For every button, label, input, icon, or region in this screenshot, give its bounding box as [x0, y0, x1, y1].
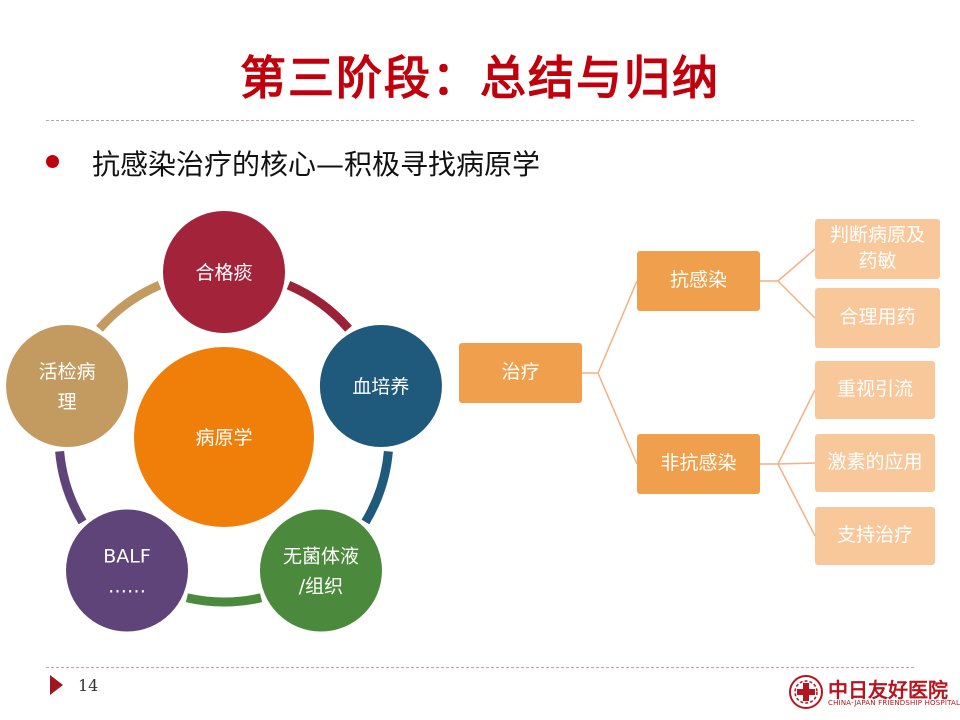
page-number: 14 — [78, 676, 99, 695]
cycle-node-label: 理 — [58, 391, 77, 413]
bullet-dot — [46, 155, 59, 168]
cycle-node-label: 血培养 — [352, 376, 409, 398]
cycle-node-sterile-fluid-tissue — [259, 509, 382, 632]
center-label: 病原学 — [195, 427, 252, 449]
footer-divider — [46, 667, 914, 668]
cycle-node-qualified-sputum — [163, 211, 285, 333]
cycle-node-balf — [66, 509, 189, 632]
branch-box-non-anti-infection: 非抗感染 — [637, 434, 760, 494]
leaf-box-rational-medication: 合理用药 — [815, 288, 940, 348]
slide-title: 第三阶段：总结与归纳 — [240, 51, 720, 105]
cycle-node-label: 无菌体液 — [283, 545, 359, 567]
hospital-logo: 中日友好医院 CHINA-JAPAN FRIENDSHIP HOSPITAL — [788, 672, 960, 712]
tree-connector — [777, 280, 816, 319]
tree-connector — [597, 372, 638, 465]
cycle-arc — [55, 450, 87, 525]
branch-label: 非抗感染 — [660, 452, 737, 475]
tree-root-label: 治疗 — [501, 361, 540, 384]
leaf-label: 合理用药 — [839, 306, 916, 329]
tree-root-box: 治疗 — [459, 343, 582, 403]
cycle-node-label: 合格痰 — [195, 262, 252, 284]
cycle-node-blood-culture — [319, 325, 442, 448]
branch-label: 抗感染 — [669, 269, 727, 292]
leaf-box-pathogen-sensitivity: 判断病原及药敏 — [815, 219, 940, 279]
center-circle — [134, 347, 314, 527]
cycle-arc — [96, 280, 162, 332]
cycle-node-biopsy-pathology — [6, 325, 129, 448]
cycle-arc — [286, 280, 352, 332]
hospital-emblem-icon — [789, 675, 823, 709]
leaf-label: 重视引流 — [836, 378, 913, 401]
tree-connector — [777, 462, 816, 465]
tree-connector — [777, 463, 816, 537]
cycle-node-label: BALF — [103, 545, 151, 567]
leaf-box-supportive: 支持治疗 — [815, 507, 935, 565]
leaf-box-hormones: 激素的应用 — [815, 434, 935, 492]
leaf-label: 激素的应用 — [827, 451, 923, 474]
branch-box-anti-infection: 抗感染 — [637, 251, 760, 311]
cycle-arc — [361, 450, 393, 525]
cycle-node-label: …… — [108, 575, 146, 597]
leaf-label: 判断病原及药敏 — [829, 224, 925, 272]
page-arrow-icon — [50, 675, 63, 695]
leaf-label: 支持治疗 — [836, 524, 913, 547]
tree-connector — [777, 389, 816, 465]
bullet-text: 抗感染治疗的核心—积极寻找病原学 — [92, 148, 541, 181]
tree-connector — [597, 280, 638, 374]
title-divider — [46, 120, 914, 121]
cycle-node-label: 活检病 — [39, 361, 96, 383]
cycle-node-label: /组织 — [299, 575, 343, 597]
cycle-arc — [185, 593, 263, 607]
logo-english: CHINA-JAPAN FRIENDSHIP HOSPITAL — [828, 699, 960, 707]
tree-connector — [777, 248, 816, 282]
leaf-box-drainage: 重视引流 — [815, 361, 935, 419]
logo-chinese: 中日友好医院 — [828, 678, 948, 702]
